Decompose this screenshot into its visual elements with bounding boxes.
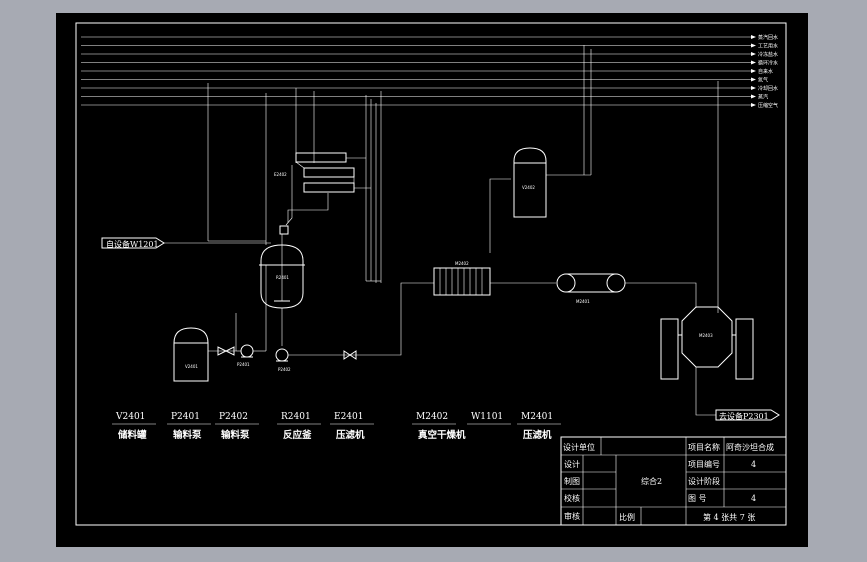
stream-label: 蒸汽 xyxy=(758,94,768,101)
review-label: 审核 xyxy=(564,511,580,521)
legend-code: P2402 xyxy=(219,412,248,422)
arrow-icon xyxy=(751,35,756,39)
legend-name: 输料泵 xyxy=(173,429,202,441)
legend-code: P2401 xyxy=(171,412,200,422)
from-connection-label: 自设备W1201 xyxy=(106,239,159,249)
dryer-vent xyxy=(489,178,511,253)
inner-border xyxy=(75,22,787,526)
stream-label: 冷冻盐水 xyxy=(758,51,778,58)
arrow-icon xyxy=(751,60,756,65)
arrow-icon xyxy=(751,52,756,56)
header-drops xyxy=(207,45,719,313)
legend-name: 真空干燥机 xyxy=(418,429,466,441)
legend-name: 压滤机 xyxy=(523,429,552,441)
title-block: 设计单位 项目名称 阿奇沙坦合成 设计 制图 校核 审核 项目编号 4 设计阶段… xyxy=(560,436,787,526)
stream-label: 工艺用水 xyxy=(758,43,778,50)
legend-code: M2401 xyxy=(521,412,553,422)
legend-code: R2401 xyxy=(281,412,311,422)
stream-label: 冷却回水 xyxy=(758,85,778,92)
process-flow-diagram: E2402 R2401 V2401 P2401 P24 xyxy=(75,22,787,526)
reactor-r2401: R2401 xyxy=(259,225,305,309)
legend-code: E2401 xyxy=(334,412,363,422)
stage-label: 设计阶段 xyxy=(688,476,720,486)
design-label: 设计 xyxy=(564,459,580,469)
line-to-dryer xyxy=(288,282,434,356)
filter-m2401: M2401 xyxy=(556,273,626,304)
legend-name: 储料罐 xyxy=(118,429,147,441)
equipment-legend: V2401 储料罐 P2401 输料泵 P2402 输料泵 R2401 反应釜 E2401 压滤机… xyxy=(112,412,561,441)
center-label: 综合2 xyxy=(641,476,662,486)
arrow-icon xyxy=(751,69,756,73)
p2402-tag: P2402 xyxy=(278,367,291,372)
m2403-tag: M2403 xyxy=(699,333,713,338)
p2401-tag: P2401 xyxy=(237,362,250,367)
m2401-tag: M2401 xyxy=(576,299,590,304)
reflux-line xyxy=(287,193,329,223)
arrow-icon xyxy=(751,43,756,48)
legend-code: V2401 xyxy=(115,412,145,422)
arrow-icon xyxy=(751,86,756,90)
valve-line xyxy=(343,350,357,360)
legend-code: W1101 xyxy=(471,412,503,422)
drawing-frame: E2402 R2401 V2401 P2401 P24 xyxy=(56,13,808,547)
vacuum-dryer-m2402: M2402 xyxy=(433,261,491,296)
outlet-connector xyxy=(715,409,780,421)
stream-label: 蒸汽回水 xyxy=(758,34,778,41)
legend-name: 压滤机 xyxy=(336,429,365,441)
octagon-unit-m2403: M2403 xyxy=(660,306,754,380)
drawing-no-value: 4 xyxy=(751,494,756,503)
check-label: 校核 xyxy=(564,493,580,503)
tank-v2401: V2401 xyxy=(173,327,209,382)
condenser-e2402: E2402 xyxy=(274,152,371,193)
to-connection-label: 去设备P2301 xyxy=(719,411,769,421)
stream-label: 循环冷水 xyxy=(758,60,778,67)
tank-v2402: V2402 xyxy=(513,147,547,218)
pump-p2402-symbol: P2402 xyxy=(275,348,291,372)
drawing-no-label: 图 号 xyxy=(688,494,707,503)
arrow-icon xyxy=(751,77,756,82)
feed-in-connector xyxy=(101,237,271,249)
arrow-icon xyxy=(751,94,756,99)
design-unit-label: 设计单位 xyxy=(563,442,595,452)
arrow-icon xyxy=(751,103,756,107)
project-no-value: 4 xyxy=(751,460,756,469)
project-name-label: 项目名称 xyxy=(688,442,720,452)
scale-label: 比例 xyxy=(619,512,635,522)
pump-p2401-symbol: P2401 xyxy=(237,344,254,367)
legend-name: 反应釜 xyxy=(283,429,312,441)
m2402-tag: M2402 xyxy=(455,261,469,266)
stream-label: 压缩空气 xyxy=(758,102,778,109)
utility-lines xyxy=(81,35,756,107)
v2402-tag: V2402 xyxy=(522,185,535,190)
stream-label: 氮气 xyxy=(758,77,768,84)
r2401-tag: R2401 xyxy=(276,275,289,280)
drawing-label: 制图 xyxy=(564,476,580,486)
legend-name: 输料泵 xyxy=(221,429,250,441)
project-no-label: 项目编号 xyxy=(688,459,720,469)
vapor-line xyxy=(285,165,293,226)
valve-v2401 xyxy=(217,346,235,356)
v2401-tag: V2401 xyxy=(185,364,198,369)
stream-label: 自来水 xyxy=(758,68,773,75)
sheet-text: 第 4 张共 7 张 xyxy=(703,512,755,522)
legend-code: M2402 xyxy=(416,412,448,422)
project-name-value: 阿奇沙坦合成 xyxy=(726,442,774,452)
svg-text:E2402: E2402 xyxy=(274,172,287,177)
